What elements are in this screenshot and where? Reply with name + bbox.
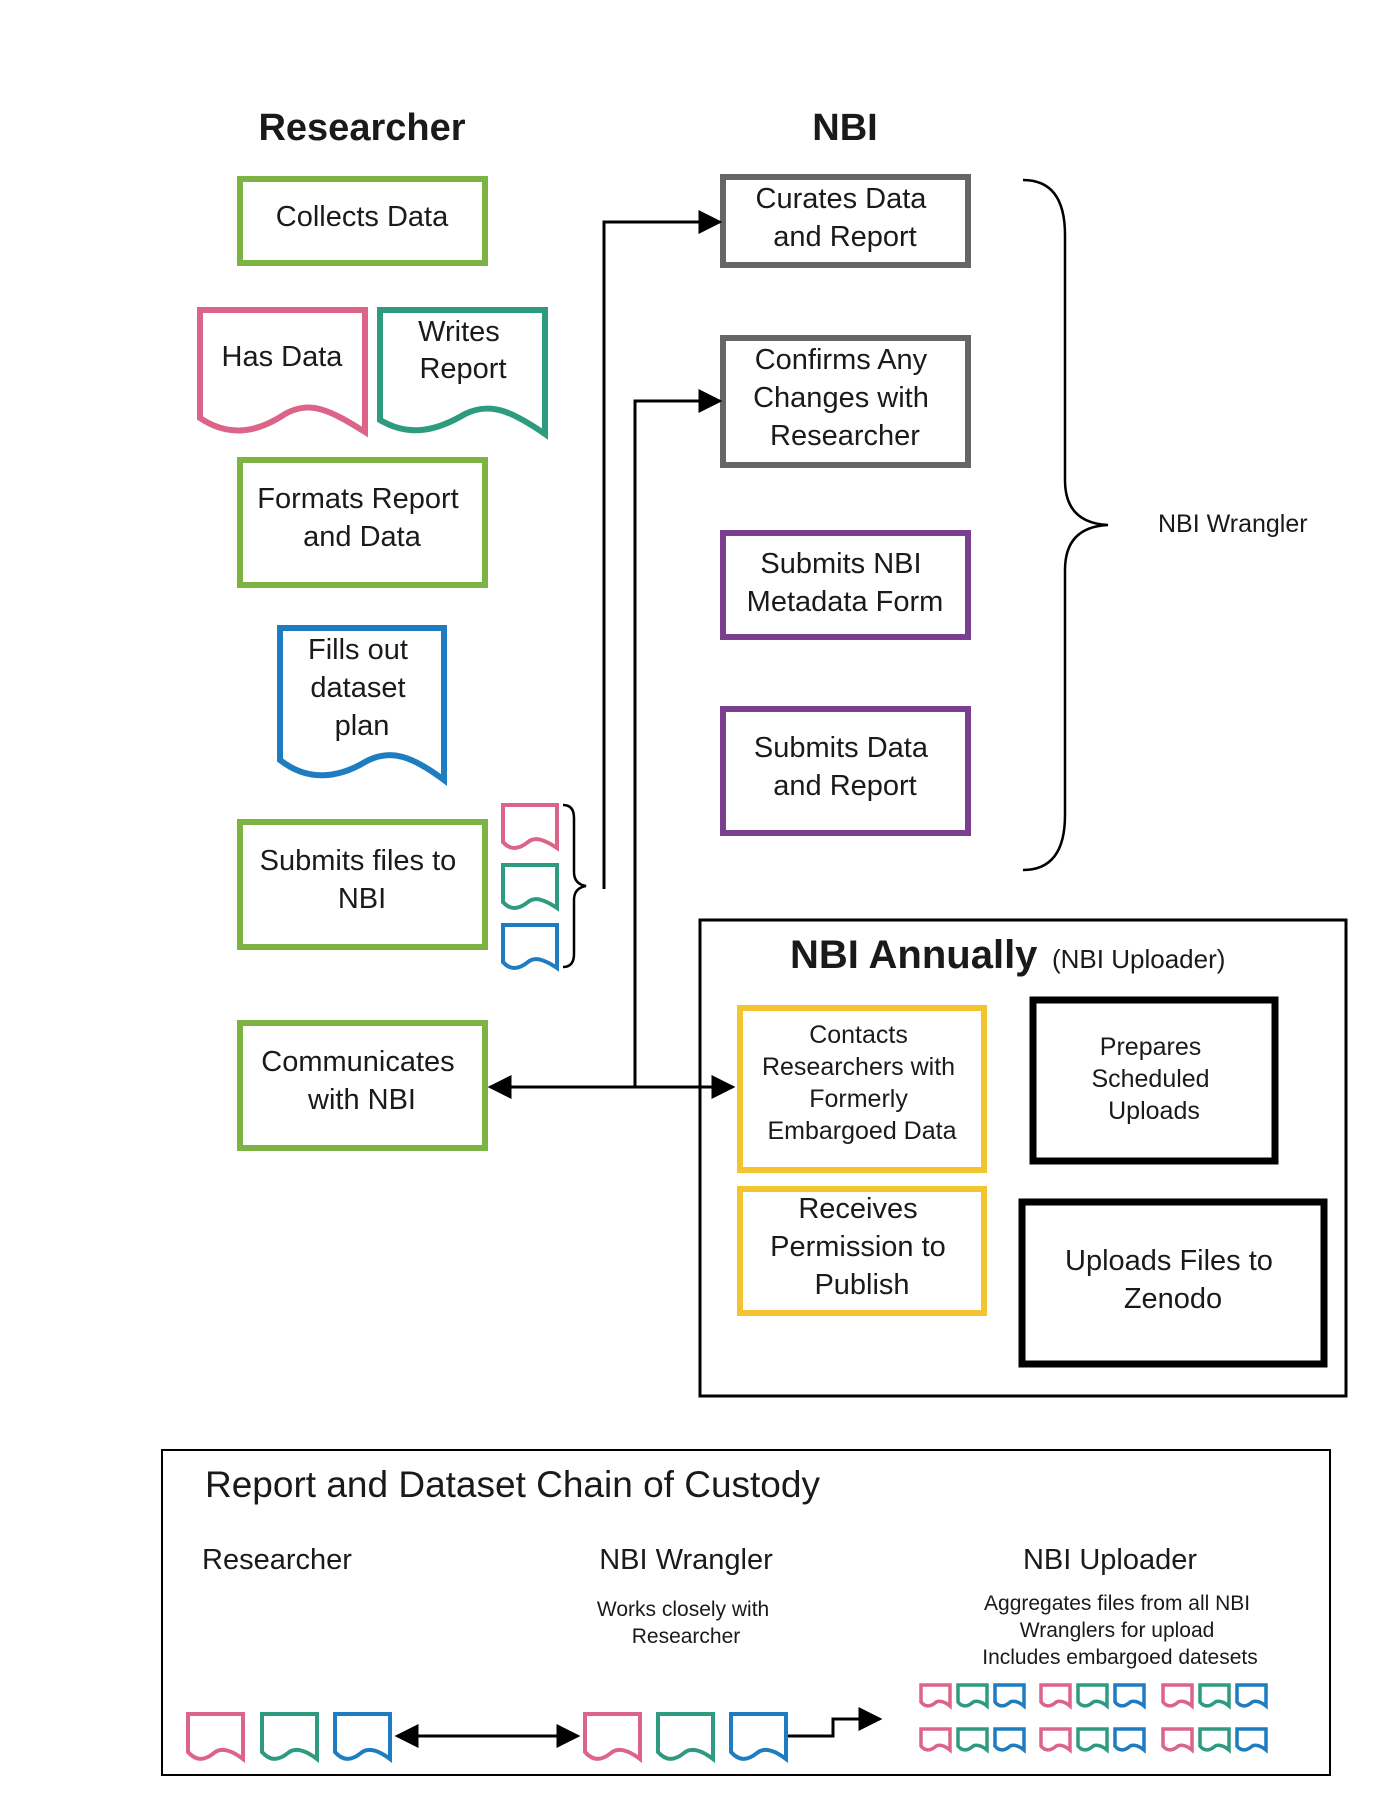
agg-file-icon [1235, 1727, 1268, 1754]
legend-uploader-note: Aggregates files from all NBI Wranglers … [982, 1592, 1258, 1669]
wrangler-label: NBI Wrangler [1158, 510, 1308, 538]
uploader-file-row-2 [919, 1727, 1268, 1754]
legend-uploader: NBI Uploader [1023, 1544, 1197, 1576]
nbi-annually-title: NBI Annually [790, 933, 1038, 977]
formats-report-label: Formats Report and Data [257, 483, 467, 553]
legend-uploader-files [919, 1683, 1268, 1754]
has-data-label: Has Data [222, 341, 344, 373]
dataset-plan-label: Fills out dataset plan [308, 634, 416, 742]
agg-file-icon [1113, 1683, 1146, 1710]
chain-of-custody-legend: Report and Dataset Chain of Custody Rese… [161, 1449, 1331, 1776]
submits-files-label: Submits files to NBI [260, 845, 465, 915]
agg-file-icon [956, 1683, 989, 1710]
writes-report-label: Writes Report [418, 316, 508, 385]
curates-data-label: Curates Data and Report [756, 183, 935, 253]
nbi-annually-subtitle: (NBI Uploader) [1052, 944, 1225, 974]
communicates-label: Communicates with NBI [261, 1046, 462, 1116]
submitted-file-icons [501, 803, 587, 972]
communicate-to-confirm-arrow [633, 389, 723, 1087]
agg-file-icon [1113, 1727, 1146, 1754]
submits-files-box: Submits files to NBI [237, 819, 488, 950]
collects-data-box: Collects Data [237, 176, 488, 266]
agg-file-icon [1076, 1683, 1109, 1710]
agg-file-icon [919, 1683, 952, 1710]
legend-wrangler-plan-icon [729, 1712, 788, 1763]
report-file-icon [501, 803, 559, 852]
legend-report-file-icon [186, 1712, 245, 1763]
submits-data-box: Submits Data and Report [720, 706, 971, 836]
nbi-header: NBI [812, 107, 877, 149]
prepares-uploads-label: Prepares Scheduled Uploads [1091, 1033, 1216, 1125]
agg-file-icon [1161, 1683, 1194, 1710]
legend-wrangler-data-icon [656, 1712, 715, 1763]
uploads-zenodo-label: Uploads Files to Zenodo [1065, 1245, 1281, 1315]
legend-wrangler-report-icon [583, 1712, 642, 1763]
agg-file-icon [1198, 1727, 1231, 1754]
researcher-header: Researcher [258, 107, 465, 149]
submit-to-curate-arrow [602, 210, 723, 889]
uploads-zenodo-box: Uploads Files to Zenodo [1018, 1198, 1328, 1368]
communicates-box: Communicates with NBI [237, 1020, 488, 1151]
agg-file-icon [956, 1727, 989, 1754]
prepares-uploads-box: Prepares Scheduled Uploads [1029, 996, 1279, 1165]
agg-file-icon [1039, 1727, 1072, 1754]
formats-report-box: Formats Report and Data [237, 457, 488, 588]
submits-data-label: Submits Data and Report [754, 732, 936, 802]
agg-file-icon [1235, 1683, 1268, 1710]
contacts-researchers-box: Contacts Researchers with Formerly Embar… [737, 1005, 987, 1173]
agg-file-icon [1198, 1683, 1231, 1710]
wrangler-brace [1022, 178, 1109, 872]
confirms-changes-box: Confirms Any Changes with Researcher [720, 335, 971, 468]
legend-plan-file-icon [333, 1712, 392, 1763]
legend-researcher-files [186, 1712, 392, 1763]
agg-file-icon [1161, 1727, 1194, 1754]
legend-wrangler-files [583, 1712, 788, 1763]
dataset-plan-document: Fills out dataset plan [277, 625, 447, 786]
confirms-changes-label: Confirms Any Changes with Researcher [753, 344, 937, 452]
agg-file-icon [993, 1727, 1026, 1754]
receives-permission-label: Receives Permission to Publish [770, 1193, 954, 1301]
legend-data-file-icon [260, 1712, 319, 1763]
agg-file-icon [1076, 1727, 1109, 1754]
legend-wrangler-note: Works closely with Researcher [597, 1598, 775, 1648]
metadata-form-box: Submits NBI Metadata Form [720, 530, 971, 640]
receives-permission-box: Receives Permission to Publish [737, 1186, 987, 1316]
metadata-form-label: Submits NBI Metadata Form [747, 548, 944, 618]
plan-file-icon [501, 923, 559, 972]
nbi-annually-panel: NBI Annually (NBI Uploader) Contacts Res… [698, 918, 1348, 1398]
curates-data-box: Curates Data and Report [720, 174, 971, 268]
legend-wrangler: NBI Wrangler [599, 1544, 773, 1576]
writes-report-document: Writes Report [377, 307, 548, 440]
collects-data-label: Collects Data [276, 201, 449, 233]
legend-researcher: Researcher [202, 1544, 352, 1576]
has-data-document: Has Data [197, 307, 368, 438]
legend-wrangler-uploader-arrow [788, 1707, 883, 1738]
uploader-file-row-1 [919, 1683, 1268, 1710]
contacts-researchers-label: Contacts Researchers with Formerly Embar… [762, 1021, 962, 1145]
agg-file-icon [919, 1727, 952, 1754]
files-brace [562, 803, 587, 969]
data-file-icon [501, 863, 559, 912]
agg-file-icon [993, 1683, 1026, 1710]
legend-title: Report and Dataset Chain of Custody [205, 1464, 820, 1505]
agg-file-icon [1039, 1683, 1072, 1710]
